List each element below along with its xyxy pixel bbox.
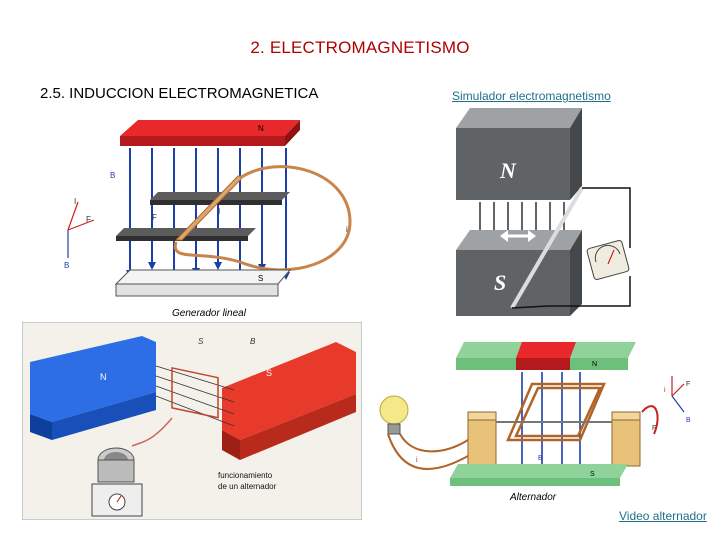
axis-triad	[671, 376, 685, 413]
label-axis-f: F	[86, 215, 91, 224]
circuit-wire	[511, 187, 631, 309]
label-field-b: B	[110, 171, 115, 180]
caption-line-2: de un alternador	[218, 482, 277, 491]
alternator-photo-diagram: N S S B funcionamiento de un alternador	[22, 322, 362, 520]
video-link[interactable]: Video alternador	[619, 509, 707, 523]
linear-generator-figure: N S B F I i I F B Generador lineal	[50, 112, 360, 322]
section-subtitle: 2.5. INDUCCION ELECTROMAGNETICA	[40, 85, 319, 102]
label-n: N	[258, 124, 264, 133]
label-bar-i: I	[218, 207, 220, 216]
label-n: N	[100, 372, 107, 382]
slip-rings-icon	[97, 447, 135, 483]
light-bulb-icon	[379, 395, 409, 435]
north-block-front	[456, 128, 570, 200]
label-b-axis: B	[686, 417, 691, 424]
north-pole	[516, 342, 576, 358]
label-s: S	[266, 368, 272, 378]
caption-alternator: Alternador	[509, 492, 557, 503]
simulator-diagram: N S	[456, 108, 631, 316]
north-block-side	[570, 108, 582, 200]
label-f-axis: F	[686, 381, 690, 388]
label-axis-i: I	[74, 197, 76, 206]
field-lines	[155, 365, 235, 427]
label-wire-i: i	[346, 225, 348, 234]
label-axis-b: B	[64, 261, 69, 270]
south-magnet-front	[115, 283, 279, 297]
lamp-wires	[387, 433, 469, 470]
label-i-lamp: i	[416, 457, 418, 464]
south-block-front	[456, 250, 570, 316]
north-magnet-side	[285, 120, 300, 146]
south-magnet	[222, 342, 356, 440]
rotor-loop	[171, 366, 219, 419]
magnet-bottom-bar	[450, 464, 628, 478]
sliding-rod	[510, 186, 584, 310]
label-s-top: S	[198, 337, 204, 346]
south-block-side	[570, 230, 582, 316]
slide-title: 2. ELECTROMAGNETISMO	[250, 38, 470, 57]
caption-line-1: funcionamiento	[218, 471, 273, 480]
copper-wire	[173, 165, 352, 272]
alternator-figure: N S B i i F B F Alternador	[372, 336, 704, 508]
north-magnet-front	[120, 136, 285, 146]
north-magnet-top	[120, 120, 300, 136]
alternator-diagram: N S B i i F B F Alternador	[379, 342, 691, 503]
simulator-figure: N S	[452, 108, 637, 323]
linear-generator-diagram: N S B F I i I F B Generador lineal	[64, 120, 352, 319]
label-n: N	[499, 158, 517, 183]
south-magnet-top	[114, 269, 292, 285]
label-bar-f: F	[152, 213, 157, 222]
caption-linear-generator: Generador lineal	[172, 308, 247, 319]
galvanometer-icon	[586, 240, 630, 280]
label-f-low: F	[652, 425, 656, 432]
south-block-top	[456, 230, 582, 250]
rotation-arrow	[641, 405, 659, 435]
bearing-left	[467, 411, 497, 467]
label-s: S	[590, 471, 595, 478]
label-i-right: i	[664, 387, 666, 394]
label-s: S	[494, 270, 506, 295]
label-b-center: B	[538, 455, 543, 462]
label-n: N	[592, 361, 597, 368]
alternator-photo-figure: N S S B funcionamiento de un alternador	[22, 322, 362, 520]
simulator-link[interactable]: Simulador electromagnetismo	[452, 89, 611, 103]
north-magnet	[30, 336, 156, 422]
label-s: S	[258, 274, 263, 283]
output-wire	[131, 417, 173, 447]
label-b-top: B	[250, 337, 256, 346]
north-block-top	[456, 108, 582, 128]
bearing-right	[611, 411, 641, 467]
axis-triad	[67, 201, 95, 258]
voltmeter-icon	[91, 483, 143, 517]
